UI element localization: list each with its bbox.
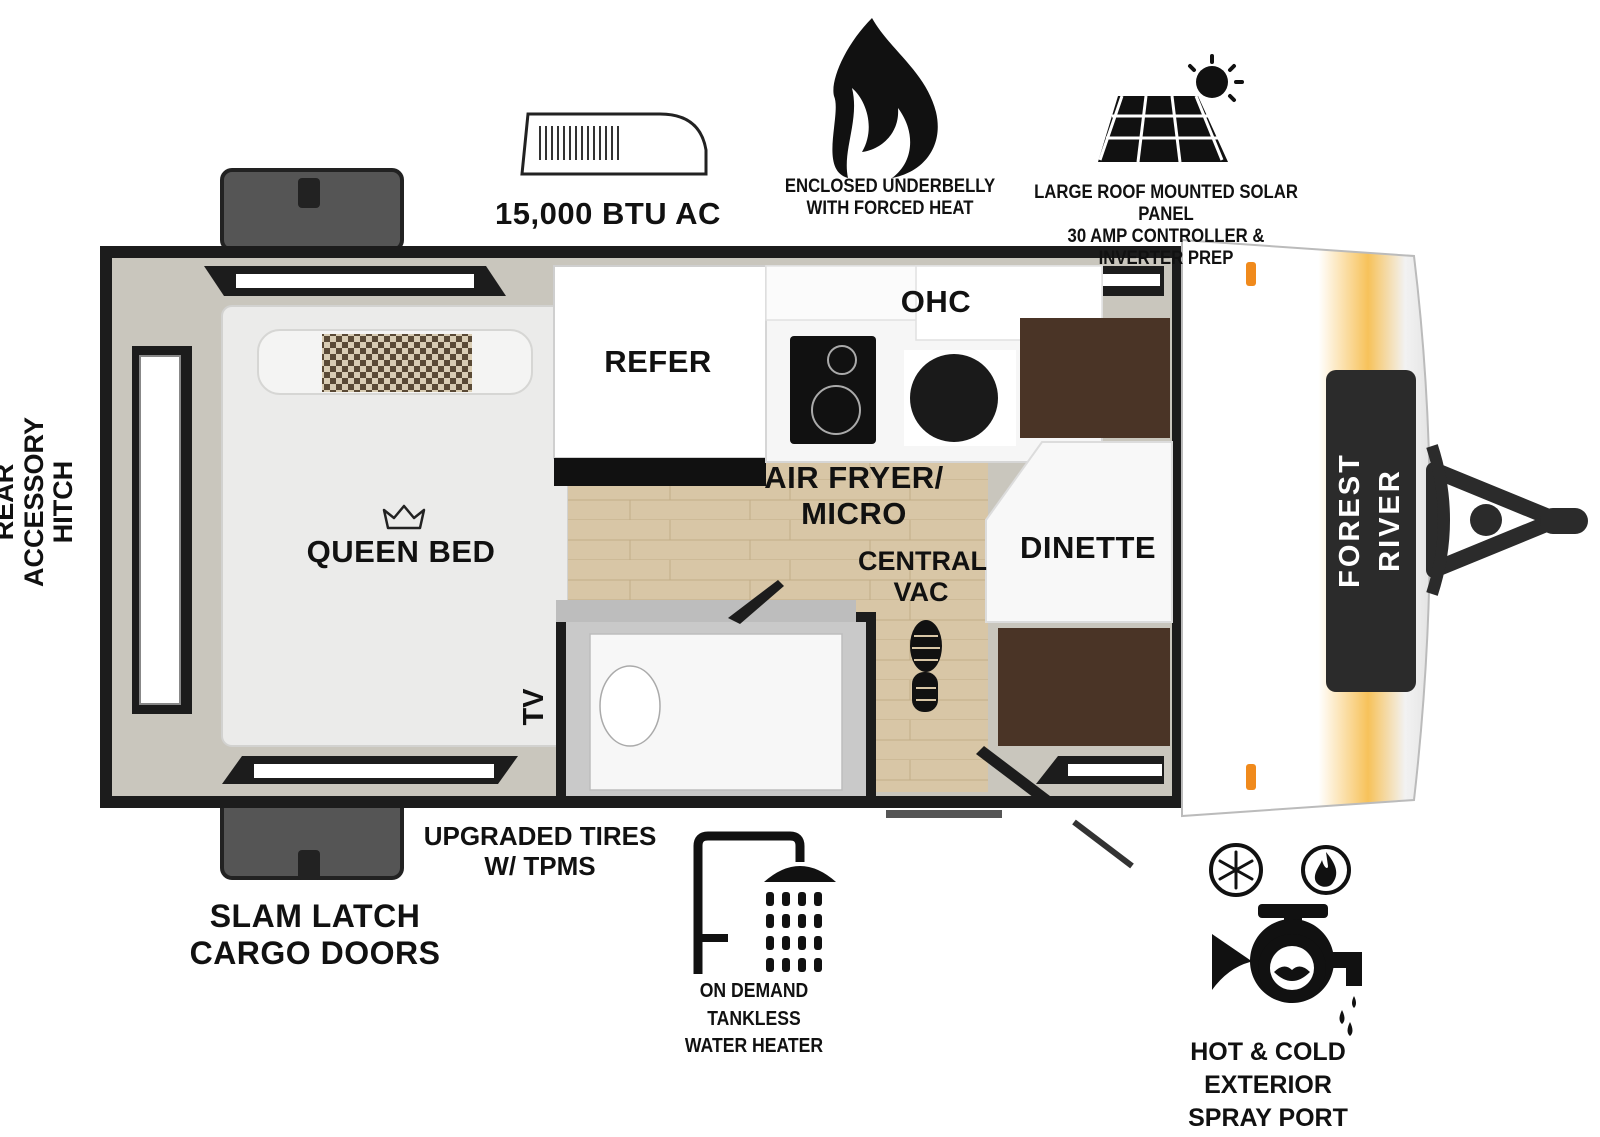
- upgraded-tires-label: UPGRADED TIRES W/ TPMS: [423, 821, 657, 881]
- tv-label: TV: [518, 688, 550, 726]
- rear-window: [132, 346, 192, 714]
- spray-port-label: HOT & COLD EXTERIOR SPRAY PORT: [1188, 1038, 1348, 1132]
- underbelly-label: ENCLOSED UNDERBELLY WITH FORCED HEAT: [784, 176, 996, 219]
- brand-panel: [1326, 370, 1416, 692]
- side-window-bottom-left: [222, 756, 518, 784]
- slam-latch-label: SLAM LATCH CARGO DOORS: [189, 898, 441, 971]
- tongue-hitch: [1426, 444, 1588, 596]
- refer-label: REFER: [604, 344, 712, 379]
- crown-icon: [382, 504, 426, 530]
- queen-bed-label: QUEEN BED: [306, 534, 496, 569]
- flame-icon: [832, 18, 938, 178]
- ac-label: 15,000 BTU AC: [495, 196, 721, 231]
- queen-bed: [221, 305, 569, 747]
- snowflake-icon: [1209, 843, 1263, 897]
- dinette: [985, 318, 1173, 746]
- entry-door: [886, 746, 1134, 869]
- refrigerator: [553, 265, 767, 486]
- shower-icon: [693, 831, 836, 974]
- central-vac-label: CENTRAL VAC: [858, 546, 987, 608]
- cargo-door-bottom: [220, 796, 404, 880]
- forest-river-logo: FOREST RIVER: [1334, 452, 1406, 588]
- bathroom: [556, 580, 876, 802]
- rear-accessory-hitch-label: REAR ACCESSORY HITCH: [0, 416, 79, 588]
- front-cap: [1181, 238, 1431, 818]
- air-fryer-micro-label: AIR FRYER/ MICRO: [764, 460, 944, 531]
- cooktop: [790, 336, 876, 444]
- side-window-bottom-right: [1036, 756, 1164, 784]
- side-window-top-right: [1092, 266, 1164, 296]
- footprint-icon: [910, 620, 942, 712]
- side-window-top-left: [204, 266, 506, 296]
- dinette-label: DINETTE: [1019, 530, 1157, 565]
- solar-panel-icon: [1098, 54, 1244, 163]
- solar-label: LARGE ROOF MOUNTED SOLAR PANEL 30 AMP CO…: [1034, 182, 1298, 269]
- air-conditioner-icon: [520, 112, 708, 176]
- faucet-icon: [1212, 904, 1362, 1036]
- water-heater-label: ON DEMAND TANKLESS WATER HEATER: [684, 980, 824, 1058]
- galley-sink: [904, 350, 1016, 446]
- small-flame-icon: [1301, 845, 1351, 895]
- cargo-door-top: [220, 168, 404, 252]
- ohc-label: OHC: [900, 284, 972, 319]
